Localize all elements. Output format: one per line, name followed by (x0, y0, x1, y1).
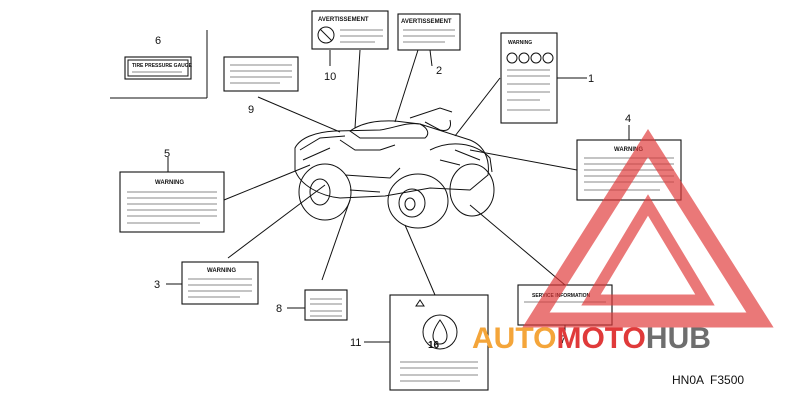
label-11: 16 (389, 294, 489, 391)
label-8 (304, 289, 348, 321)
callout-7: 7 (560, 334, 566, 346)
label-6-frame (110, 30, 208, 99)
callout-5: 5 (164, 148, 170, 160)
label-5-heading: WARNING (155, 180, 184, 186)
callout-1: 1 (588, 73, 594, 85)
label-6: TIRE PRESSURE GAUGE (124, 56, 193, 80)
callout-11: 11 (350, 337, 361, 349)
callout-2: 2 (436, 65, 442, 77)
label-2: AVERTISSEMENT (397, 13, 461, 51)
label-3-heading: WARNING (207, 268, 236, 274)
leader-lines (166, 49, 630, 343)
callout-6: 6 (155, 35, 161, 47)
label-6-text: TIRE PRESSURE GAUGE (132, 63, 193, 69)
label-3: WARNING (181, 261, 259, 305)
watermark-word-hub: HUB (646, 322, 711, 355)
label-11-icon-text: 16 (428, 340, 440, 351)
watermark-word-auto: AUTO (472, 322, 556, 355)
watermark-word-moto: MOTO (556, 322, 645, 355)
label-7-heading: SERVICE INFORMATION (532, 293, 591, 299)
watermark-logo (522, 128, 774, 328)
label-1: WARNING (500, 32, 558, 124)
atv-illustration (294, 107, 495, 229)
label-1-heading: WARNING (508, 40, 532, 46)
part-code: HN0A F3500 (672, 373, 744, 387)
callout-4: 4 (625, 113, 631, 125)
label-10: AVERTISSEMENT (311, 10, 389, 50)
label-2-heading: AVERTISSEMENT (401, 19, 452, 25)
callout-10: 10 (324, 71, 336, 83)
label-5: WARNING (119, 171, 225, 233)
label-9 (223, 56, 299, 92)
label-4-heading: WARNING (614, 147, 643, 153)
callout-8: 8 (276, 303, 282, 315)
svg-text:AUTOMOTOHUB: AUTOMOTOHUB (472, 322, 711, 355)
label-1-icons (506, 52, 554, 64)
callout-9: 9 (248, 104, 254, 116)
watermark-wordmark: AUTOMOTOHUB (472, 322, 711, 355)
label-10-heading: AVERTISSEMENT (318, 17, 369, 23)
callout-3: 3 (154, 279, 160, 291)
